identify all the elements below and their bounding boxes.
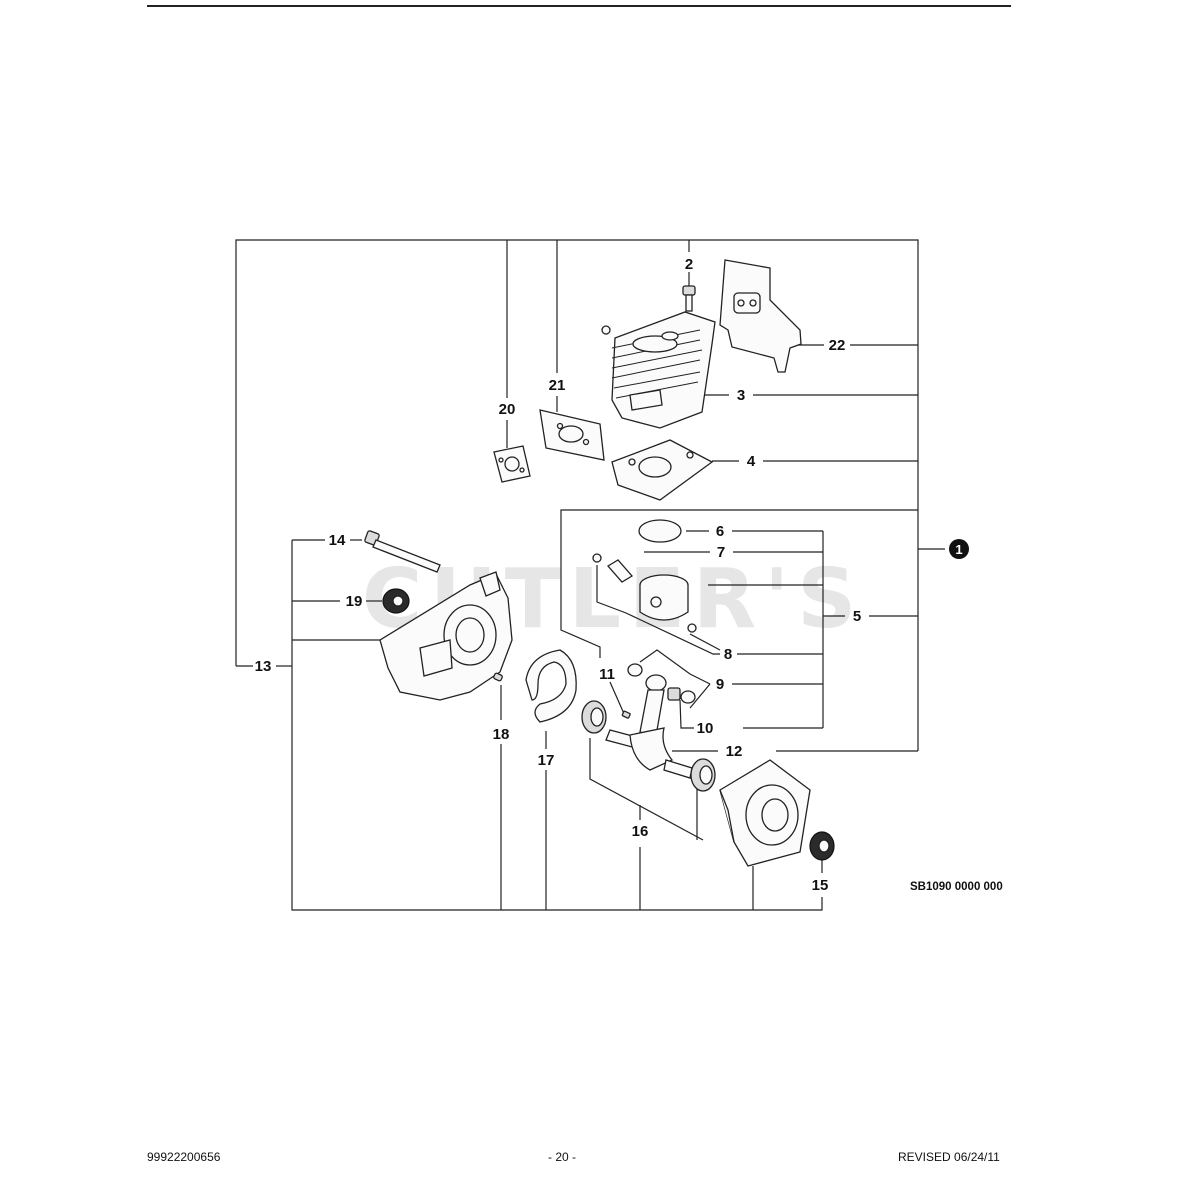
callout-17: 17 <box>538 752 555 769</box>
callout-16: 16 <box>632 823 649 840</box>
callout-15: 15 <box>812 877 829 894</box>
callout-7: 7 <box>717 544 725 561</box>
callout-2: 2 <box>685 256 693 273</box>
part-illustrations <box>364 259 969 867</box>
cylinder-gasket-illustration <box>611 439 714 501</box>
callout-18: 18 <box>493 726 510 743</box>
callout-13: 13 <box>255 658 272 675</box>
circlip-right-illustration <box>687 623 697 633</box>
heat-shield-illustration <box>719 259 802 373</box>
callout-4: 4 <box>747 453 756 470</box>
thrust-washer-left-illustration <box>627 663 643 677</box>
callout-8: 8 <box>724 646 732 663</box>
leader-lines <box>235 239 945 911</box>
callout-9: 9 <box>716 676 724 693</box>
crank-bearing-left-illustration <box>581 700 607 734</box>
callout-6: 6 <box>716 523 724 540</box>
callout-5: 5 <box>853 608 861 625</box>
callout-10: 10 <box>697 720 714 737</box>
callout-11: 11 <box>599 666 615 683</box>
callout-21: 21 <box>549 377 566 394</box>
crank-bearing-right-illustration <box>690 758 716 792</box>
piston-illustration <box>639 574 689 621</box>
callout-14: 14 <box>329 532 346 549</box>
thrust-washer-right-illustration <box>680 690 696 704</box>
bolt-illustration <box>682 285 696 312</box>
piston-pin-illustration <box>606 559 634 583</box>
needle-bearing-illustration <box>667 687 681 701</box>
piston-ring-illustration <box>638 519 682 543</box>
woodruff-key-illustration <box>621 710 631 719</box>
dowel-pin-illustration <box>493 672 503 682</box>
callout-19: 19 <box>346 593 363 610</box>
oil-seal-left-illustration <box>382 588 410 614</box>
cylinder-illustration <box>601 311 716 429</box>
oil-seal-right-illustration <box>809 831 835 861</box>
crankcase-gasket-illustration <box>525 649 577 723</box>
circlip-left-illustration <box>592 553 602 563</box>
callout-3: 3 <box>737 387 745 404</box>
footer-revision: REVISED 06/24/11 <box>898 1150 1000 1164</box>
callout-20: 20 <box>499 401 516 418</box>
crankcase-left-illustration <box>379 571 513 701</box>
assembly-badge-icon <box>949 539 969 559</box>
crankcase-screw-illustration <box>364 530 441 573</box>
crankcase-right-illustration <box>719 759 811 867</box>
diagram-reference-code: SB1090 0000 000 <box>910 881 1003 893</box>
footer-page-number: - 20 - <box>548 1150 577 1164</box>
callout-22: 22 <box>829 337 846 354</box>
intake-gasket-illustration <box>539 409 605 461</box>
top-rule <box>147 5 1011 7</box>
callout-labels: 1 2 3 4 5 6 7 8 9 10 11 12 13 14 15 16 1… <box>255 256 963 894</box>
callout-12: 12 <box>726 743 743 760</box>
crankshaft-illustration <box>605 674 693 779</box>
footer-part-number: 99922200656 <box>147 1150 221 1164</box>
carburetor-gasket-illustration <box>493 445 531 483</box>
callout-1: 1 <box>955 542 962 557</box>
